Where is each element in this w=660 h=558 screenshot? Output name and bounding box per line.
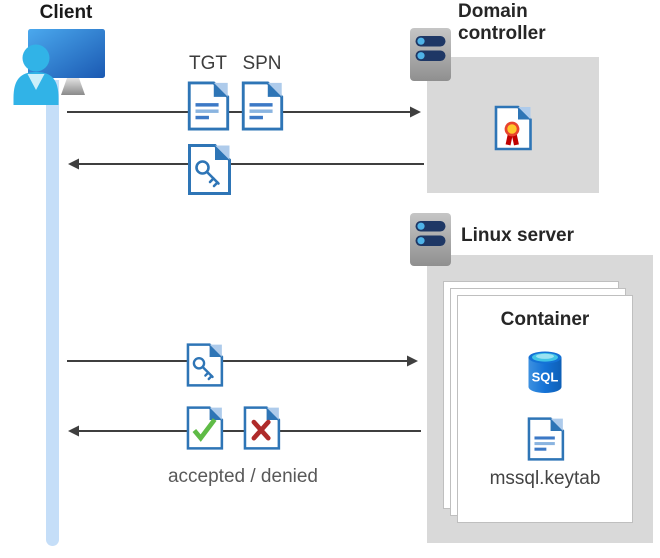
arrow-left-head-2 — [68, 425, 79, 437]
keytab-document-icon — [527, 417, 564, 461]
container-content: Container SQL mssql.keytab — [457, 295, 633, 523]
tgt-document-icon — [187, 81, 230, 131]
accepted-check-document-icon — [186, 406, 224, 450]
domain-controller-server-icon — [410, 28, 451, 81]
accepted-denied-label: accepted / denied — [167, 466, 318, 487]
sql-icon-label: SQL — [532, 370, 559, 385]
linux-server-icon — [410, 213, 451, 266]
tgt-label: TGT — [189, 53, 227, 74]
denied-cross-document-icon — [243, 406, 281, 450]
client-label: Client — [39, 2, 93, 23]
container-label: Container — [500, 309, 590, 330]
arrow-right-head-1 — [410, 106, 421, 118]
spn-document-icon — [241, 81, 284, 131]
client-person-monitor-icon — [13, 29, 105, 105]
domain-controller-label: Domain controller — [458, 1, 546, 44]
service-ticket-key-document-icon — [188, 144, 231, 195]
spn-label: SPN — [242, 53, 282, 74]
keytab-label: mssql.keytab — [489, 468, 601, 489]
arrow-left-head-1 — [68, 158, 79, 170]
container-card-front — [457, 295, 633, 523]
certificate-document-icon — [494, 105, 532, 151]
sql-database-icon: SQL — [528, 351, 562, 393]
client-timeline — [46, 80, 59, 546]
arrow-right-head-2 — [407, 355, 418, 367]
service-ticket-key-document-icon-2 — [186, 343, 224, 387]
linux-server-label: Linux server — [461, 225, 574, 246]
